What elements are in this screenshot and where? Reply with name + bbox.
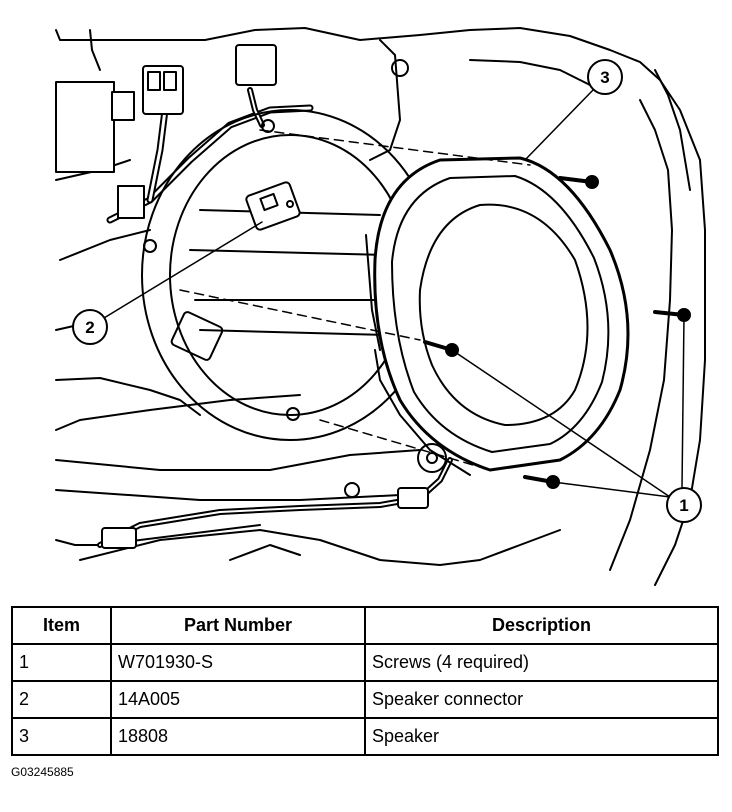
header-part-number: Part Number	[110, 606, 366, 645]
parts-table: Item Part Number Description 1 W701930-S…	[11, 606, 719, 756]
table-row: 2 14A005 Speaker connector	[11, 680, 719, 719]
harness-connectors	[55, 44, 429, 549]
figure-id: G03245885	[11, 765, 74, 779]
table-row: 3 18808 Speaker	[11, 717, 719, 756]
description-cell: Screws (4 required)	[364, 643, 719, 682]
description-cell: Speaker connector	[364, 680, 719, 719]
part-number-cell: W701930-S	[110, 643, 366, 682]
leader-lines	[103, 89, 685, 498]
callout-1: 1	[666, 487, 702, 523]
alignment-lines	[179, 129, 531, 471]
svg-text:2: 2	[85, 318, 94, 337]
item-cell: 1	[11, 643, 112, 682]
callout-2: 2	[72, 309, 108, 345]
part-number-cell: 18808	[110, 717, 366, 756]
part-number-cell: 14A005	[110, 680, 366, 719]
header-description: Description	[364, 606, 719, 645]
svg-text:3: 3	[600, 68, 609, 87]
speaker-connector-drawing	[245, 181, 301, 231]
item-cell: 2	[11, 680, 112, 719]
callout-3: 3	[587, 59, 623, 95]
table-row: 1 W701930-S Screws (4 required)	[11, 643, 719, 682]
table-header-row: Item Part Number Description	[11, 606, 719, 645]
item-cell: 3	[11, 717, 112, 756]
speaker-removal-illustration: 3 2 1	[55, 27, 706, 586]
svg-text:1: 1	[679, 496, 688, 515]
description-cell: Speaker	[364, 717, 719, 756]
header-item: Item	[11, 606, 112, 645]
speaker-drawing	[365, 156, 630, 476]
